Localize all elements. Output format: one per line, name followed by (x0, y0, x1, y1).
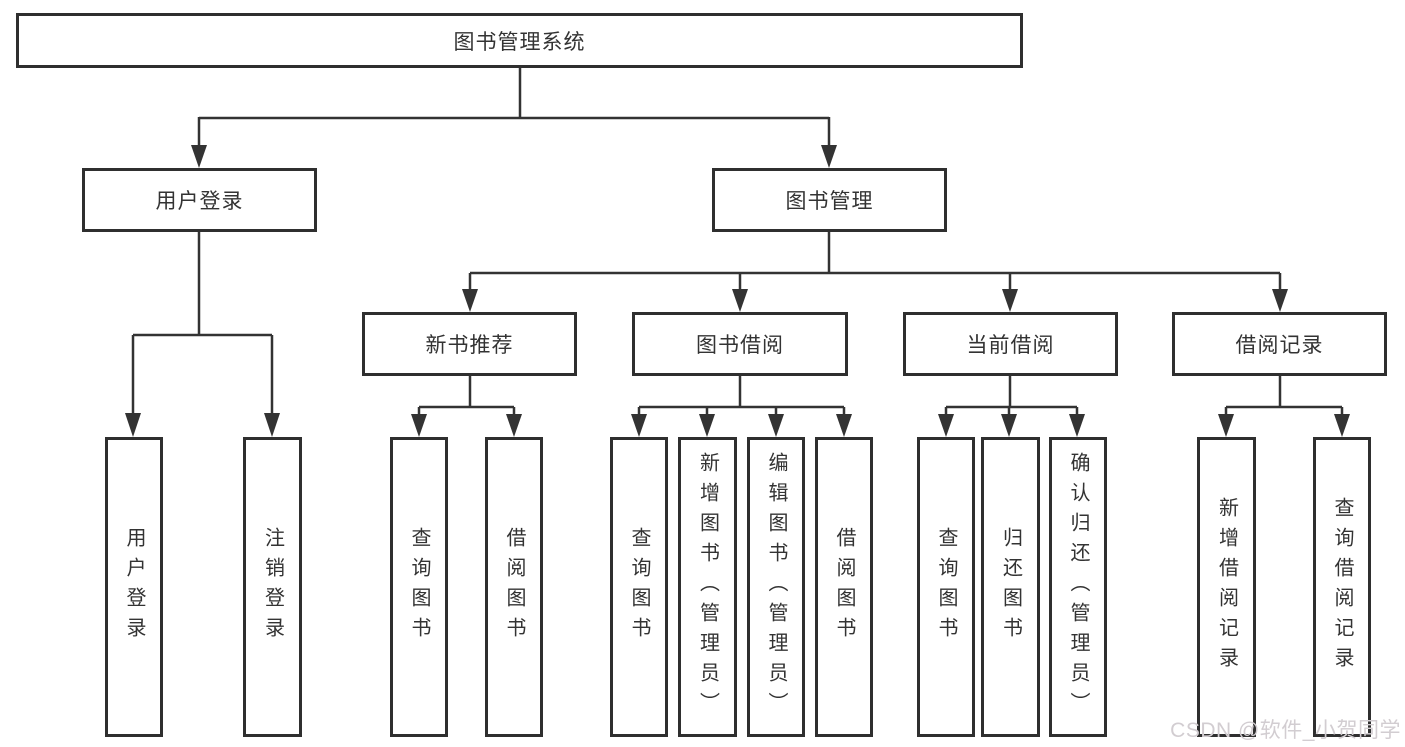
leaf-current-confirm-return-admin: 确认归还（管理员） (1049, 437, 1107, 737)
leaf-newbook-borrow-books: 借阅图书 (485, 437, 543, 737)
node-current-borrow: 当前借阅 (903, 312, 1118, 376)
node-book-management: 图书管理 (712, 168, 947, 232)
leaf-user-login: 用户登录 (105, 437, 163, 737)
node-user-login: 用户登录 (82, 168, 317, 232)
node-label: 图书管理 (785, 190, 874, 213)
node-borrow-records: 借阅记录 (1172, 312, 1387, 376)
leaf-borrow-borrow-books: 借阅图书 (815, 437, 873, 737)
leaf-current-return-books: 归还图书 (981, 437, 1040, 737)
leaf-label: 用户登录 (123, 527, 145, 647)
leaf-label: 查询图书 (628, 527, 650, 647)
node-root-library-system: 图书管理系统 (16, 13, 1023, 68)
leaf-records-add-record: 新增借阅记录 (1197, 437, 1256, 737)
leaf-label: 归还图书 (999, 527, 1022, 647)
leaf-label: 确认归还（管理员） (1067, 452, 1089, 722)
leaf-label: 新增借阅记录 (1215, 497, 1238, 677)
watermark: CSDN @软件_小贺同学 (1170, 719, 1401, 742)
leaf-label: 借阅图书 (833, 527, 855, 647)
leaf-label: 查询借阅记录 (1331, 497, 1353, 677)
node-label: 图书管理系统 (453, 30, 586, 54)
leaf-newbook-query-books: 查询图书 (390, 437, 448, 737)
node-book-borrow: 图书借阅 (632, 312, 848, 376)
node-label: 新书推荐 (425, 334, 514, 357)
leaf-borrow-edit-book-admin: 编辑图书（管理员） (747, 437, 805, 737)
leaf-borrow-add-book-admin: 新增图书（管理员） (678, 437, 737, 737)
node-label: 借阅记录 (1235, 334, 1324, 357)
leaf-logout: 注销登录 (243, 437, 302, 737)
leaf-borrow-query-books: 查询图书 (610, 437, 668, 737)
node-label: 用户登录 (155, 190, 244, 213)
leaf-label: 查询图书 (408, 527, 430, 647)
node-label: 图书借阅 (696, 334, 784, 357)
leaf-label: 注销登录 (261, 527, 284, 647)
leaf-label: 查询图书 (935, 527, 957, 647)
node-new-book-recommend: 新书推荐 (362, 312, 577, 376)
leaf-current-query-books: 查询图书 (917, 437, 975, 737)
leaf-label: 借阅图书 (503, 527, 525, 647)
node-label: 当前借阅 (966, 334, 1055, 357)
leaf-records-query-record: 查询借阅记录 (1313, 437, 1371, 737)
leaf-label: 编辑图书（管理员） (765, 452, 787, 722)
leaf-label: 新增图书（管理员） (696, 452, 719, 722)
